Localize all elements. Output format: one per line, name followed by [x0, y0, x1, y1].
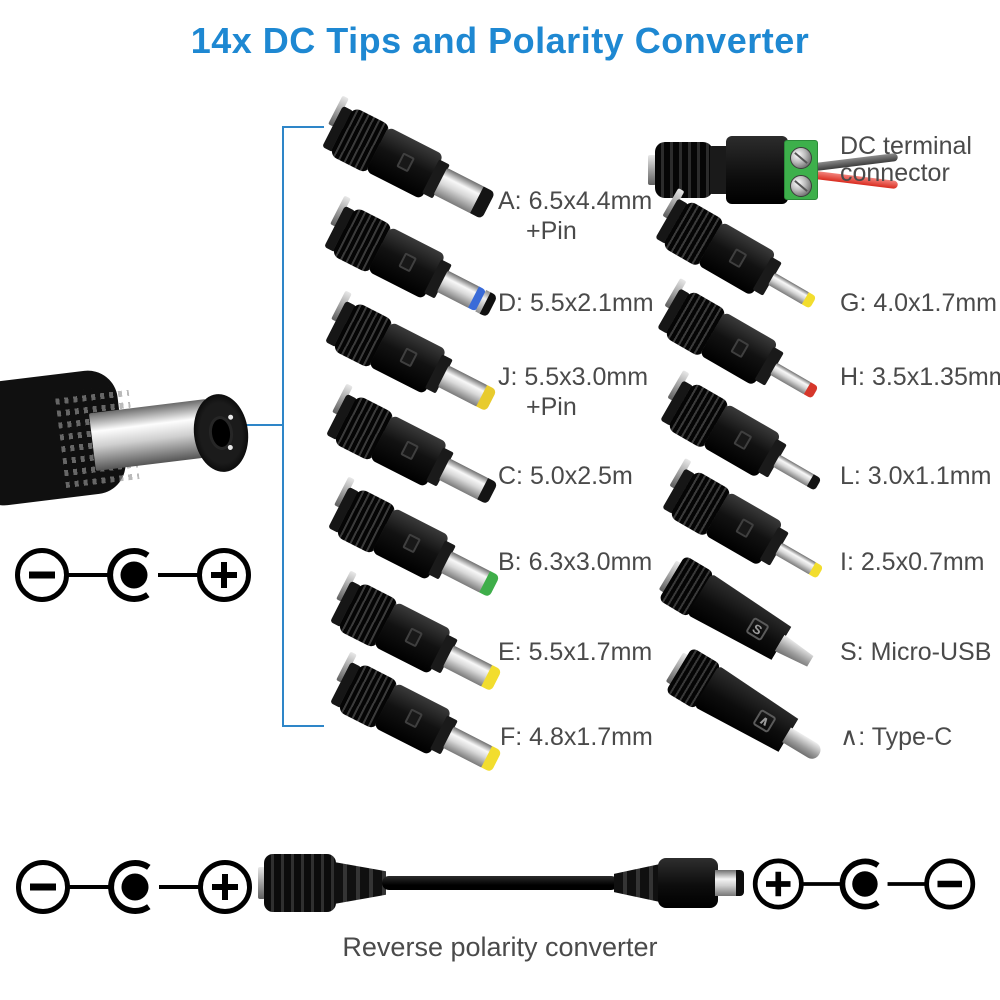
label-text: B: 6.3x3.0mm — [498, 548, 653, 576]
bracket-bottom-arm — [282, 725, 324, 727]
label-tip-L: L: 3.0x1.1mm — [840, 461, 991, 491]
label-text: connector — [840, 159, 950, 187]
minus-circle-icon — [15, 548, 69, 602]
center-sleeve-arc-icon — [839, 858, 880, 910]
label-text: J: 5.5x3.0mm — [498, 363, 649, 391]
label-tip-I: I: 2.5x0.7mm — [840, 547, 985, 577]
label-tip-G: G: 4.0x1.7mm — [840, 288, 997, 318]
polarity-icon-center-positive — [16, 860, 252, 914]
label-tip-E: E: 5.5x1.7mm — [498, 637, 652, 667]
center-sleeve-arc-icon — [107, 548, 150, 602]
label-text: G: 4.0x1.7mm — [840, 289, 997, 317]
label-tip-F: F: 4.8x1.7mm — [500, 722, 653, 752]
bracket-vertical-line — [282, 126, 284, 727]
polarity-icon-center-negative — [752, 858, 976, 910]
jack-rim — [258, 867, 265, 899]
connector-neck — [710, 146, 728, 194]
center-pin-dot-icon — [120, 561, 148, 589]
label-tip-S: S: Micro-USB — [840, 637, 991, 667]
male-plug-body — [658, 858, 718, 908]
center-pin-dot-icon — [121, 873, 149, 901]
center-pin-dot-icon — [852, 871, 878, 897]
plug-glint — [227, 414, 234, 420]
terminal-screw — [790, 175, 812, 197]
label-tip-C: C: 5.0x2.5m — [498, 461, 633, 491]
jack-ribs — [655, 142, 713, 198]
page-title: 14x DC Tips and Polarity Converter — [190, 20, 810, 61]
label-text: E: 5.5x1.7mm — [498, 638, 653, 666]
label-text: D: 5.5x2.1mm — [498, 289, 654, 317]
minus-circle-icon — [16, 860, 70, 914]
label-tip-A: A: 6.5x4.4mm+Pin — [498, 186, 652, 246]
plus-circle-icon — [752, 858, 804, 910]
strain-relief — [334, 862, 386, 904]
label-text: H: 3.5x1.35mm — [840, 363, 1000, 391]
label-subtext: +Pin — [526, 217, 577, 245]
label-text: S: Micro-USB — [840, 638, 992, 666]
terminal-screw — [790, 147, 812, 169]
label-subtext: +Pin — [526, 393, 577, 421]
label-tip-type-c: ∧: Type-C — [840, 722, 952, 752]
label-text: L: 3.0x1.1mm — [840, 462, 992, 490]
label-text: DC terminal — [840, 132, 972, 160]
label-tip-J: J: 5.5x3.0mm+Pin — [498, 362, 648, 422]
polarity-icon-center-positive — [15, 548, 251, 602]
bracket-top-arm — [282, 126, 324, 128]
bracket-middle-arm — [240, 424, 284, 426]
connector-housing — [726, 136, 788, 204]
label-text: C: 5.0x2.5m — [498, 462, 633, 490]
cable-caption: Reverse polarity converter — [342, 932, 658, 962]
dc-plug-photo — [0, 367, 253, 509]
label-tip-D: D: 5.5x2.1mm — [498, 288, 654, 318]
label-tip-H: H: 3.5x1.35mm — [840, 362, 1000, 392]
female-jack-barrel — [264, 854, 336, 912]
label-tip-B: B: 6.3x3.0mm — [498, 547, 652, 577]
label-text: F: 4.8x1.7mm — [500, 723, 653, 751]
cable-wire — [382, 876, 618, 890]
dc-terminal-connector — [648, 130, 908, 210]
strain-relief — [614, 864, 660, 902]
tip-end — [736, 870, 744, 896]
screw-terminal-block — [784, 140, 818, 200]
label-text: ∧: Type-C — [840, 723, 953, 751]
label-text: I: 2.5x0.7mm — [840, 548, 985, 576]
jack-rim — [648, 155, 656, 185]
label-text: A: 6.5x4.4mm — [498, 187, 653, 215]
plug-glint — [227, 444, 234, 451]
type-c-plug — [782, 727, 824, 762]
metal-shaft — [715, 870, 738, 896]
center-sleeve-arc-icon — [108, 860, 151, 914]
reverse-polarity-cable — [256, 850, 744, 916]
